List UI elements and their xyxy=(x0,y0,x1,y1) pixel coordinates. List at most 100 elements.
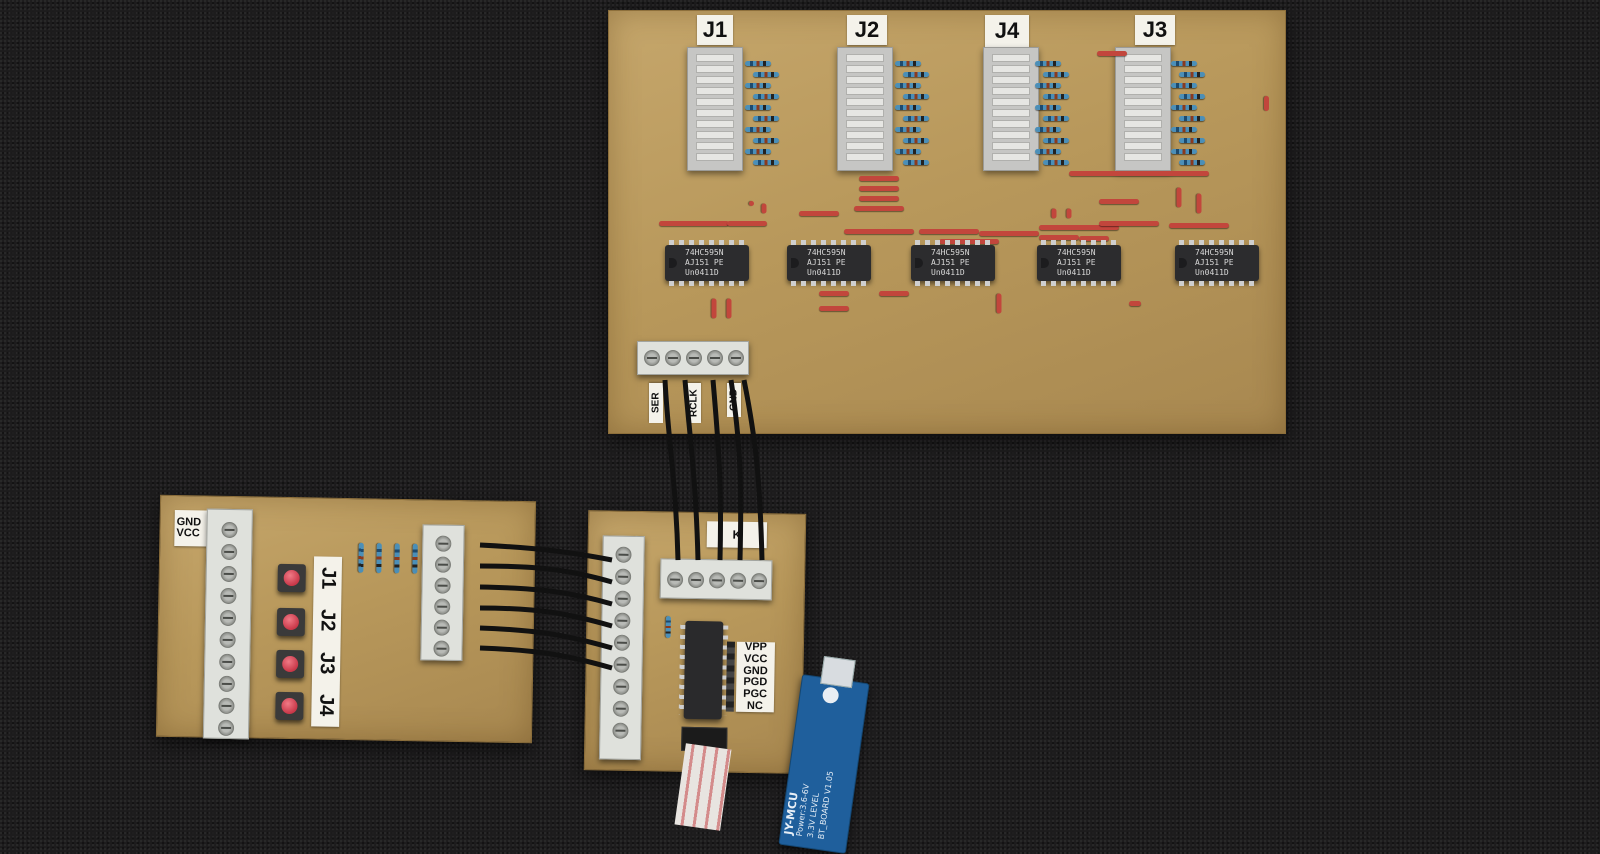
resistor xyxy=(745,127,771,132)
resistor xyxy=(1035,105,1061,110)
jumper-wire xyxy=(1264,96,1269,111)
connector-label-gnd: GND xyxy=(727,383,741,417)
pin-label-pgd: PGD xyxy=(743,676,768,689)
resistor xyxy=(1035,61,1061,66)
jumper-wire xyxy=(799,211,839,216)
pulldown-resistors xyxy=(346,535,418,586)
led-segment xyxy=(846,109,884,117)
resistor xyxy=(1043,72,1069,77)
jumper-wire xyxy=(1176,187,1182,208)
resistor xyxy=(903,72,929,77)
resistor xyxy=(1179,94,1205,99)
controller-resistor xyxy=(665,615,671,639)
main-input-terminal-block[interactable] xyxy=(637,341,749,375)
jumper-wire xyxy=(854,206,904,211)
jumper-wire xyxy=(979,231,1039,236)
jumper-wire xyxy=(919,229,979,234)
jumper-wire xyxy=(711,298,717,319)
jumper-wire xyxy=(659,221,729,226)
jumper-wire xyxy=(761,203,767,214)
microcontroller-chip xyxy=(678,620,729,720)
main-display-board: J1 J2 J4 J3 74HC595N AJ151 PE Un0411D 74… xyxy=(608,10,1286,434)
resistor xyxy=(895,83,921,88)
jumper-wire xyxy=(996,293,1002,314)
button-label-j3: J3 xyxy=(315,651,338,675)
resistor xyxy=(745,83,771,88)
resistor xyxy=(903,94,929,99)
led-segment xyxy=(992,87,1030,95)
programming-header-pins[interactable] xyxy=(725,641,736,712)
button-board-terminal-block[interactable] xyxy=(202,508,253,740)
resistor xyxy=(1171,105,1197,110)
controller-connector-label-k: K xyxy=(732,527,742,542)
resistor xyxy=(1171,127,1197,132)
shift-register-ic-2: 74HC595N AJ151 PE Un0411D xyxy=(787,240,871,286)
shift-register-ic-1: 74HC595N AJ151 PE Un0411D xyxy=(665,240,749,286)
jumper-wire xyxy=(727,221,767,226)
pin-label-gnd: GND xyxy=(743,664,768,677)
button-input-board: GND VCC J1 J2 J3 J4 xyxy=(155,494,537,744)
push-button-j1[interactable] xyxy=(277,563,306,593)
resistor xyxy=(753,72,779,77)
resistor xyxy=(1171,149,1197,154)
jumper-wire xyxy=(859,176,899,181)
jumper-wire xyxy=(1079,236,1109,241)
resistor xyxy=(1179,116,1205,121)
jumper-wire xyxy=(1196,193,1202,214)
led-segment xyxy=(696,109,734,117)
ribbon-cable xyxy=(674,743,732,831)
controller-top-terminal-block[interactable] xyxy=(659,558,773,601)
push-button-j4[interactable] xyxy=(275,691,304,721)
button-label-j4: J4 xyxy=(314,694,338,717)
resistor-array-j1 xyxy=(745,61,785,173)
led-segment xyxy=(696,87,734,95)
bluetooth-module-logo xyxy=(821,686,840,705)
display-label-j1: J1 xyxy=(697,15,733,45)
push-button-j3[interactable] xyxy=(275,649,305,679)
led-segment xyxy=(1124,109,1162,117)
display-label-j2: J2 xyxy=(847,15,887,45)
led-segment xyxy=(846,65,884,73)
led-segment xyxy=(696,131,734,139)
connector-label-ser: SER xyxy=(649,383,663,423)
jumper-wire xyxy=(1039,235,1079,240)
connector-label-rclk: RCLK xyxy=(687,383,701,423)
push-button-j2[interactable] xyxy=(276,607,306,637)
jumper-wire xyxy=(859,186,899,191)
led-segment xyxy=(846,142,884,150)
controller-connector-label: K xyxy=(706,521,768,549)
jumper-wire xyxy=(859,196,899,201)
resistor xyxy=(412,543,418,574)
jumper-wire xyxy=(1069,171,1209,176)
controller-left-terminal-block[interactable] xyxy=(598,535,645,761)
resistor-array-j3 xyxy=(1171,61,1211,173)
resistor xyxy=(1043,160,1069,165)
jumper-wire xyxy=(819,291,849,296)
resistor xyxy=(376,543,382,574)
resistor xyxy=(895,127,921,132)
button-labels-strip: J1 J2 J3 J4 xyxy=(311,556,343,727)
power-label-vcc: VCC xyxy=(176,527,200,540)
led-segment xyxy=(992,65,1030,73)
led-segment xyxy=(1124,120,1162,128)
jumper-wire xyxy=(879,291,909,296)
led-segment xyxy=(1124,98,1162,106)
pin-label-vpp: VPP xyxy=(744,640,768,654)
led-segment xyxy=(1124,153,1162,161)
jumper-wire xyxy=(1066,208,1072,219)
resistor xyxy=(903,160,929,165)
resistor xyxy=(1171,61,1197,66)
led-segment xyxy=(1124,65,1162,73)
pin-label-pgc: PGC xyxy=(743,688,768,701)
resistor xyxy=(745,149,771,154)
resistor xyxy=(903,138,929,143)
button-output-terminal-block[interactable] xyxy=(420,524,465,662)
led-segment xyxy=(992,76,1030,84)
led-segment xyxy=(846,54,884,62)
jumper-wire xyxy=(819,306,849,311)
led-bargraph-j3 xyxy=(1115,47,1171,171)
resistor xyxy=(1043,94,1069,99)
shift-register-ic-3: 74HC595N AJ151 PE Un0411D xyxy=(911,240,995,286)
led-segment xyxy=(846,131,884,139)
jumper-wire xyxy=(1169,223,1229,228)
